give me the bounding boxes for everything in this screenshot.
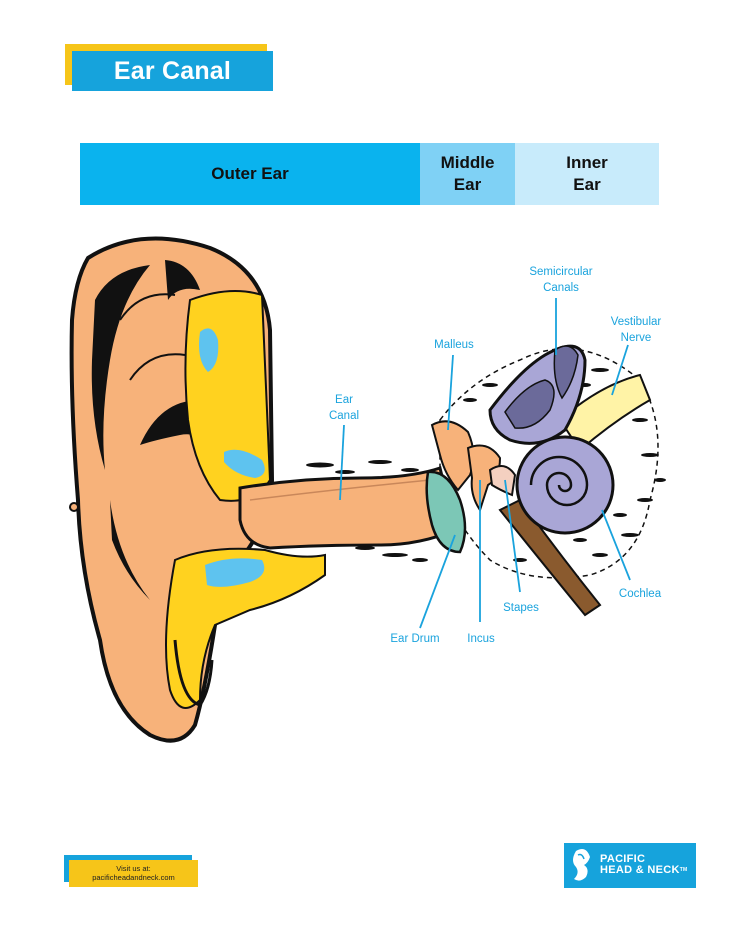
- label-incus: Incus: [467, 633, 495, 645]
- website-link[interactable]: pacificheadandneck.com: [92, 873, 175, 882]
- visit-label: Visit us at:: [116, 864, 151, 873]
- label-vestibular-line2: Nerve: [621, 332, 652, 344]
- label-stapes: Stapes: [503, 602, 539, 614]
- leader-lines: [339, 298, 631, 629]
- section-middle-ear-line2: Ear: [453, 175, 482, 194]
- page-title: Ear Canal: [72, 51, 273, 91]
- label-semicircular-line2: Canals: [543, 282, 579, 294]
- ossicles: [430, 420, 517, 513]
- label-cochlea: Cochlea: [619, 588, 662, 600]
- label-ear-drum: Ear Drum: [390, 633, 439, 645]
- logo-line2: HEAD & NECK: [600, 864, 680, 876]
- label-ear-canal-line1: Ear: [335, 394, 353, 406]
- label-malleus: Malleus: [434, 339, 474, 351]
- section-middle-ear-line1: Middle: [440, 153, 495, 172]
- visit-box: Visit us at: pacificheadandneck.com: [69, 860, 198, 887]
- auricle: [69, 236, 326, 743]
- logo-face-icon: [573, 849, 590, 881]
- ear-drum: [425, 470, 467, 554]
- ear-canal-tube: [238, 466, 457, 550]
- section-outer-ear-label: Outer Ear: [211, 164, 289, 183]
- section-outer-ear: Outer Ear: [80, 143, 420, 205]
- logo-tm: TM: [679, 867, 688, 873]
- logo-line1: PACIFIC: [600, 853, 646, 865]
- section-middle-ear: Middle Ear: [420, 143, 515, 205]
- vestibular-nerve-shape: [558, 373, 652, 452]
- semicircular-canals-shape: [488, 344, 587, 445]
- stapes-bone: [488, 465, 517, 497]
- label-semicircular-line1: Semicircular: [529, 266, 592, 278]
- label-ear-canal-line2: Canal: [329, 410, 359, 422]
- section-inner-ear-line2: Ear: [573, 175, 601, 194]
- label-vestibular-line1: Vestibular: [611, 316, 662, 328]
- pacific-head-neck-logo[interactable]: PACIFIC HEAD & NECKTM: [564, 843, 696, 888]
- section-inner-ear: Inner Ear: [515, 143, 659, 205]
- cochlea-shape: [515, 435, 615, 535]
- section-inner-ear-line1: Inner: [566, 153, 608, 172]
